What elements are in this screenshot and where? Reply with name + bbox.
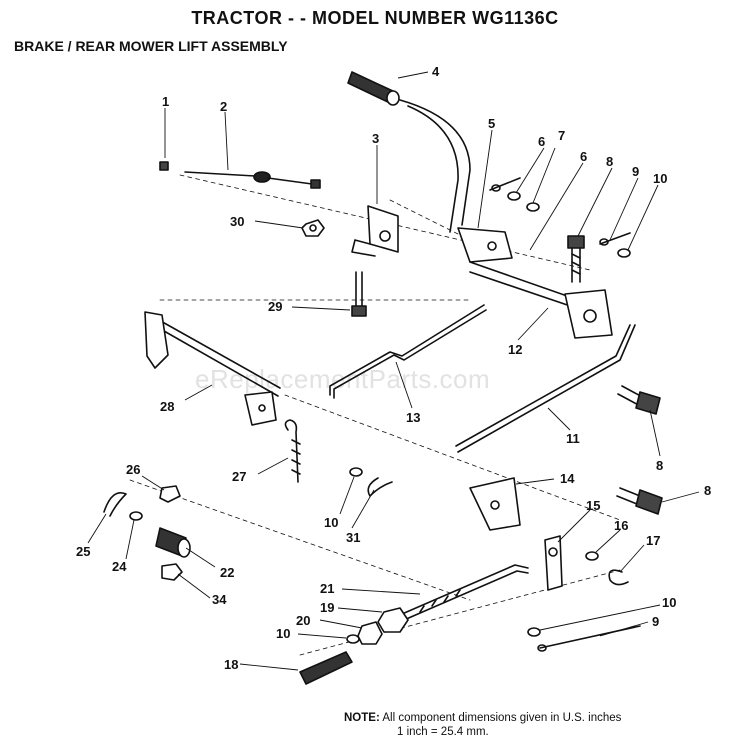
callout-4: 4: [432, 64, 440, 79]
part-17-clip: [608, 569, 629, 586]
part-28-rockshaft: [144, 311, 281, 426]
part-30-nut: [301, 219, 325, 237]
callout-24: 24: [112, 559, 127, 574]
callout-labels: 1 2 3 4 5 6 7 6 8 9 10 30 12 29 28 13 11…: [76, 64, 711, 672]
callout-34: 34: [212, 592, 227, 607]
callout-6a: 6: [538, 134, 545, 149]
part-34-nut: [161, 563, 183, 581]
part-31-hair-pin: [367, 477, 393, 497]
part-14-bracket: [469, 477, 521, 531]
part-7-washers: [507, 191, 540, 212]
callout-8c: 8: [704, 483, 711, 498]
part-9-pin-lower: [537, 625, 641, 652]
leader-lines: [87, 71, 700, 671]
callout-31: 31: [346, 530, 360, 545]
part-8-bolt-upper: [567, 235, 585, 283]
part-29-bolt: [351, 271, 367, 317]
part-3-bracket: [351, 205, 399, 257]
diagram-title: TRACTOR - - MODEL NUMBER WG1136C: [191, 8, 559, 28]
part-26-nut: [159, 485, 181, 503]
part-22-trunnion: [155, 527, 191, 558]
callout-10d: 10: [662, 595, 676, 610]
part-20-nut: [357, 621, 383, 645]
part-21-threaded-rod: [401, 564, 529, 621]
callout-27: 27: [232, 469, 246, 484]
callout-3: 3: [372, 131, 379, 146]
callout-14: 14: [560, 471, 575, 486]
callout-19: 19: [320, 600, 334, 615]
callout-20: 20: [296, 613, 310, 628]
part-18-spring: [299, 651, 353, 685]
callout-5: 5: [488, 116, 495, 131]
part-24-washer: [129, 511, 143, 521]
callout-25: 25: [76, 544, 90, 559]
callout-21: 21: [320, 581, 334, 596]
callout-18: 18: [224, 657, 238, 672]
callout-12: 12: [508, 342, 522, 357]
note-line-2: 1 inch = 25.4 mm.: [397, 726, 489, 738]
part-6-cotter-pin: [489, 177, 521, 192]
diagram-subtitle: BRAKE / REAR MOWER LIFT ASSEMBLY: [14, 38, 288, 54]
lift-lever-arm: [399, 99, 471, 233]
callout-29: 29: [268, 299, 282, 314]
part-25-hair-pin: [103, 492, 127, 517]
callout-10b: 10: [324, 515, 338, 530]
callout-10a: 10: [653, 171, 667, 186]
part-4-handle-grip: [347, 71, 400, 106]
part-10-washer-upper: [617, 248, 631, 258]
callout-8b: 8: [656, 458, 663, 473]
part-10-washer-lower: [346, 634, 360, 644]
part-19-nut: [377, 607, 409, 633]
part-13-link-rod: [329, 304, 487, 399]
callout-2: 2: [220, 99, 227, 114]
part-10-washer-middle: [349, 467, 363, 477]
callout-1: 1: [162, 94, 169, 109]
callout-16: 16: [614, 518, 628, 533]
callout-7: 7: [558, 128, 565, 143]
note-label: NOTE:: [344, 712, 380, 724]
dimensions-note: NOTE: All component dimensions given in …: [344, 711, 621, 739]
part-10-washer-right: [527, 627, 541, 637]
callout-17: 17: [646, 533, 660, 548]
callout-9a: 9: [632, 164, 639, 179]
part-9-pin-upper: [599, 232, 631, 246]
callout-10c: 10: [276, 626, 290, 641]
callout-28: 28: [160, 399, 174, 414]
callout-8a: 8: [606, 154, 613, 169]
callout-13: 13: [406, 410, 420, 425]
part-1-cap: [159, 161, 169, 171]
callout-6b: 6: [580, 149, 587, 164]
callout-11: 11: [566, 431, 580, 446]
callout-26: 26: [126, 462, 140, 477]
part-16-washer: [585, 551, 599, 561]
part-5-lever-bracket: [457, 227, 513, 263]
callout-15: 15: [586, 498, 600, 513]
part-8-bolt-middle: [617, 385, 661, 415]
part-12-lift-shaft: [469, 261, 613, 339]
part-15-bracket: [544, 535, 563, 591]
callout-30: 30: [230, 214, 244, 229]
part-2-brake-rod: [184, 171, 321, 189]
callout-9b: 9: [652, 614, 659, 629]
part-11-link-rod: [455, 324, 636, 453]
part-8-bolt-lower: [616, 487, 663, 515]
assembly-guide-lines: [129, 174, 621, 656]
part-27-hook-bolt: [284, 419, 301, 483]
callout-22: 22: [220, 565, 234, 580]
note-line-1: All component dimensions given in U.S. i…: [382, 712, 622, 724]
